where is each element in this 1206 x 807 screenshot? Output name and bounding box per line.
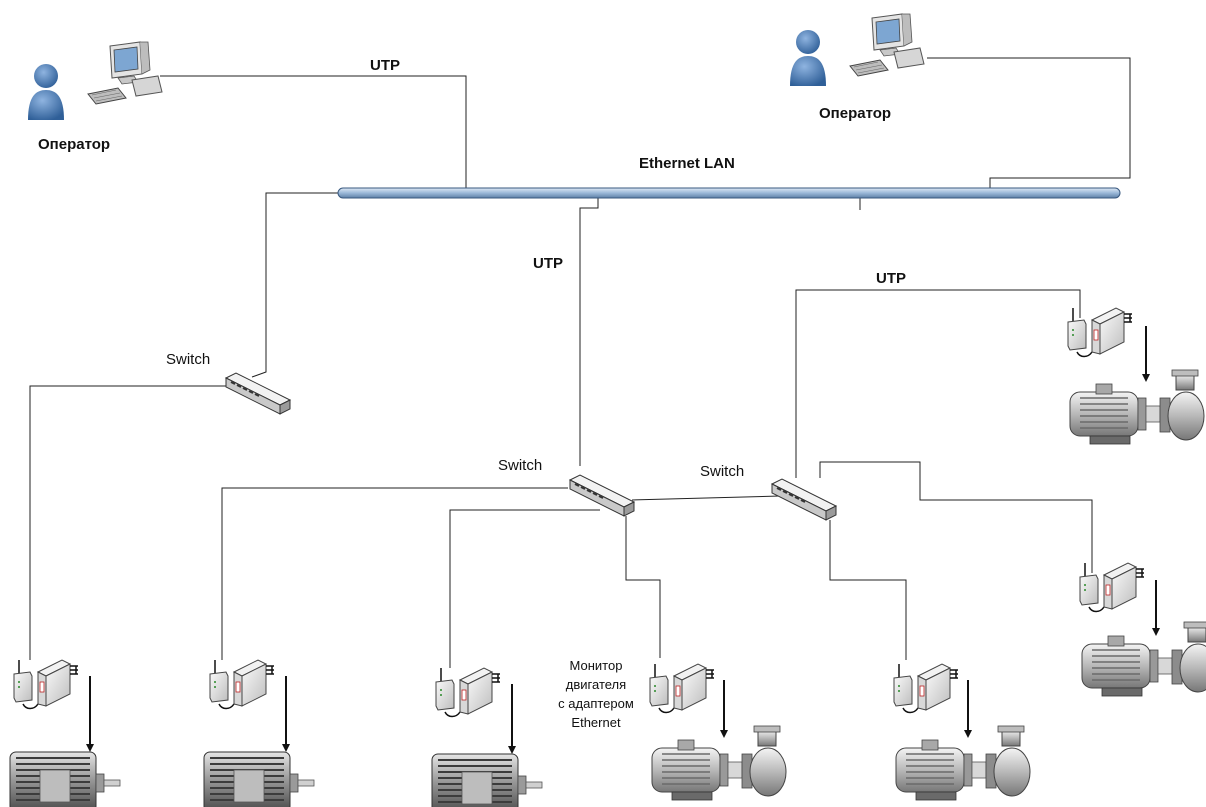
device-group-4 [649, 663, 787, 801]
wire-switch-center-to-pump-1 [625, 516, 661, 658]
operator-left-label: Оператор [38, 136, 110, 153]
utp-label-top: UTP [370, 57, 400, 74]
utp-label-right: UTP [876, 270, 906, 287]
monitor-caption-line-2: двигателя [566, 677, 626, 692]
wire-switch-center-to-motor-2 [221, 487, 568, 660]
device-group-3 [431, 667, 543, 807]
motor-monitor-adapter-icon [209, 659, 275, 710]
wire-operator-left [160, 75, 467, 188]
wire-operator-right [927, 57, 1131, 188]
motor-monitor-adapter-icon [1079, 562, 1145, 613]
ethernet-lan-label: Ethernet LAN [639, 155, 735, 172]
switch-center-label: Switch [498, 457, 542, 474]
wire-switch-center-to-motor-3 [449, 509, 600, 668]
person-icon [28, 64, 64, 120]
monitor-caption-line-3: с адаптером [558, 696, 634, 711]
electric-motor-icon [431, 753, 543, 807]
switch-right-label: Switch [700, 463, 744, 480]
electric-motor-icon [9, 751, 121, 807]
motor-pump-icon [1081, 621, 1206, 697]
motor-monitor-adapter-icon [1067, 307, 1133, 358]
device-group-7 [1079, 562, 1206, 697]
motor-pump-icon [1069, 369, 1205, 445]
device-group-1 [9, 659, 121, 807]
wire-bus-to-switch-center [579, 198, 599, 466]
motor-monitor-adapter-icon [893, 663, 959, 714]
motor-monitor-adapter-icon [649, 663, 715, 714]
wires [29, 57, 1131, 668]
network-switch-icon [225, 372, 291, 415]
monitor-caption-line-1: Монитор [570, 658, 623, 673]
motor-pump-icon [895, 725, 1031, 801]
motor-monitor-adapter-icon [435, 667, 501, 718]
wire-switch-center-to-switch-right [631, 495, 781, 501]
operator-left [28, 41, 163, 120]
operator-right-label: Оператор [819, 105, 891, 122]
device-group-5 [893, 663, 1031, 801]
operator-right [790, 13, 925, 86]
network-switch-icon [771, 478, 837, 521]
computer-icon [849, 13, 925, 77]
computer-icon [87, 41, 163, 105]
wire-switch-right-to-pump-top [795, 289, 1081, 478]
wire-switch-right-to-pump-mid [819, 461, 1093, 573]
wire-switch-right-to-pump-2 [829, 520, 907, 660]
switch-left-label: Switch [166, 351, 210, 368]
monitor-caption: Монитор двигателя с адаптером Ethernet [558, 658, 634, 730]
utp-label-mid: UTP [533, 255, 563, 272]
ethernet-bus [337, 187, 1121, 199]
person-icon [790, 30, 826, 86]
monitor-caption-line-4: Ethernet [571, 715, 621, 730]
motor-pump-icon [651, 725, 787, 801]
wire-switch-left-to-motor-1 [29, 385, 230, 660]
electric-motor-icon [203, 751, 315, 807]
wire-bus-to-switch-left [251, 192, 338, 378]
motor-monitor-adapter-icon [13, 659, 79, 710]
device-group-6 [1067, 307, 1205, 445]
device-group-2 [203, 659, 315, 807]
